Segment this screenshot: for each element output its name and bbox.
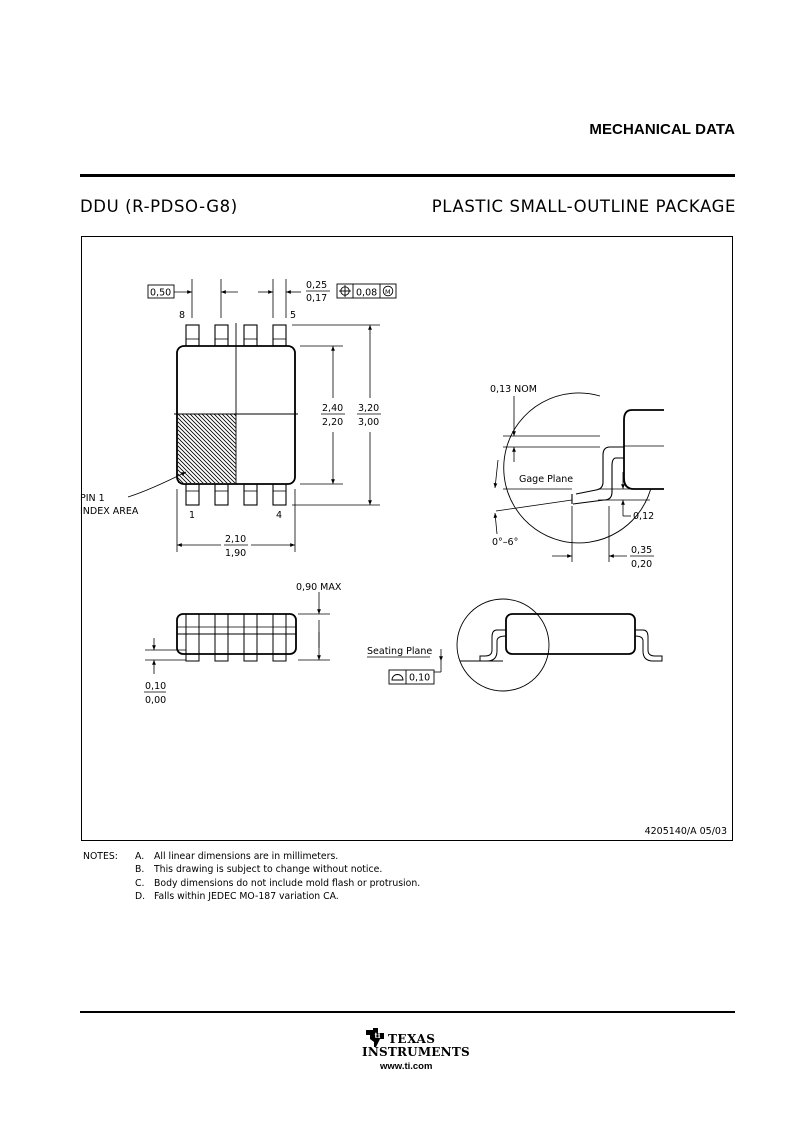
package-code: DDU (R-PDSO-G8) <box>80 197 238 216</box>
body-width-max: 2,40 <box>322 403 343 414</box>
pin-5-label: 5 <box>290 310 296 321</box>
pin1-label-line1: PIN 1 <box>80 493 105 504</box>
pin-8-label: 8 <box>179 310 185 321</box>
lead-1 <box>185 483 200 506</box>
gage-plane-label: Gage Plane <box>519 474 573 485</box>
pin-4-label: 4 <box>276 510 282 521</box>
mmc-symbol: M <box>385 288 391 296</box>
position-tolerance: 0,08 <box>356 288 377 299</box>
lead-width-min: 0,17 <box>306 293 327 304</box>
detail-view <box>493 392 664 562</box>
svg-text:ti: ti <box>375 1031 381 1040</box>
header-rule <box>80 174 735 177</box>
side-view <box>145 592 330 674</box>
total-width-min: 3,00 <box>358 417 379 428</box>
lead-width-max: 0,25 <box>306 280 327 291</box>
total-width-max: 3,20 <box>358 403 379 414</box>
ti-logo-line1: TEXAS <box>388 1032 436 1046</box>
pin1-index-area <box>178 414 236 483</box>
body-length-max: 2,10 <box>225 534 246 545</box>
coplanarity-frame <box>388 669 435 685</box>
side-detail-view <box>367 598 663 692</box>
body-length-min: 1,90 <box>225 548 246 559</box>
note-d: D.Falls within JEDEC MO-187 variation CA… <box>135 891 339 903</box>
notes-heading: NOTES: <box>83 851 118 862</box>
lead-angle: 0°–6° <box>492 537 518 548</box>
note-a: A.All linear dimensions are in millimete… <box>135 851 339 862</box>
position-tolerance-frame <box>336 283 397 299</box>
ti-logo-icon: ti <box>366 1028 384 1047</box>
nom-dimension: 0,13 NOM <box>490 384 537 395</box>
lead-7 <box>214 324 229 347</box>
foot-length-max: 0,35 <box>631 545 652 556</box>
note-b: B.This drawing is subject to change with… <box>135 864 383 876</box>
pin-1-label: 1 <box>189 510 195 521</box>
standoff-min: 0,00 <box>145 695 166 706</box>
note-c: C.Body dimensions do not include mold fl… <box>135 877 421 889</box>
drawing-frame <box>81 236 733 841</box>
footer-rule <box>80 1011 735 1013</box>
coplanarity-value: 0,10 <box>409 673 430 684</box>
pin-pitch-label: 0,50 <box>150 288 171 299</box>
body-width-min: 2,20 <box>322 417 343 428</box>
top-view <box>127 279 380 552</box>
gage-dimension: 0,12 <box>633 511 654 522</box>
lead-4 <box>272 483 287 506</box>
lead-6 <box>243 324 258 347</box>
lead-3 <box>243 483 258 506</box>
lead-5 <box>272 324 287 347</box>
document-number: 4205140/A 05/03 <box>644 826 727 837</box>
height-max: 0,90 MAX <box>296 582 342 593</box>
detail-circle <box>503 392 653 544</box>
ti-logo-line2: INSTRUMENTS <box>362 1045 470 1059</box>
package-description: PLASTIC SMALL-OUTLINE PACKAGE <box>431 197 736 216</box>
seating-plane-label: Seating Plane <box>367 646 432 657</box>
package-outline <box>176 345 296 485</box>
lead-8 <box>185 324 200 347</box>
ti-website-link[interactable]: www.ti.com <box>380 1061 433 1072</box>
standoff-max: 0,10 <box>145 681 166 692</box>
pin1-label-line2: INDEX AREA <box>80 506 139 517</box>
lead-2 <box>214 483 229 506</box>
header-title: MECHANICAL DATA <box>589 121 735 138</box>
foot-length-min: 0,20 <box>631 559 652 570</box>
